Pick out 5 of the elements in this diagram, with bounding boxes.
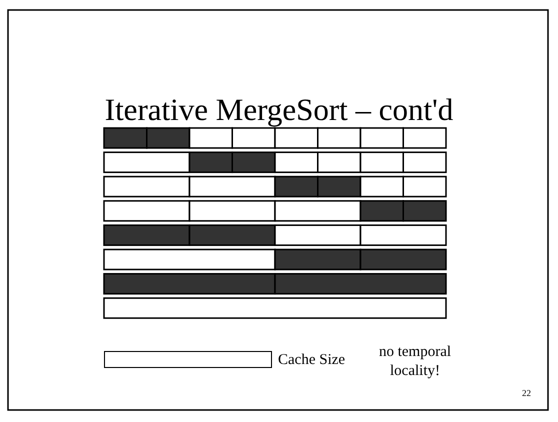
cache-size-bar (104, 351, 272, 368)
slide-title: Iterative MergeSort – cont'd (104, 92, 454, 128)
page-number: 22 (522, 388, 531, 398)
note-text: no temporal locality! (378, 343, 452, 381)
cache-size-label: Cache Size (278, 351, 346, 369)
